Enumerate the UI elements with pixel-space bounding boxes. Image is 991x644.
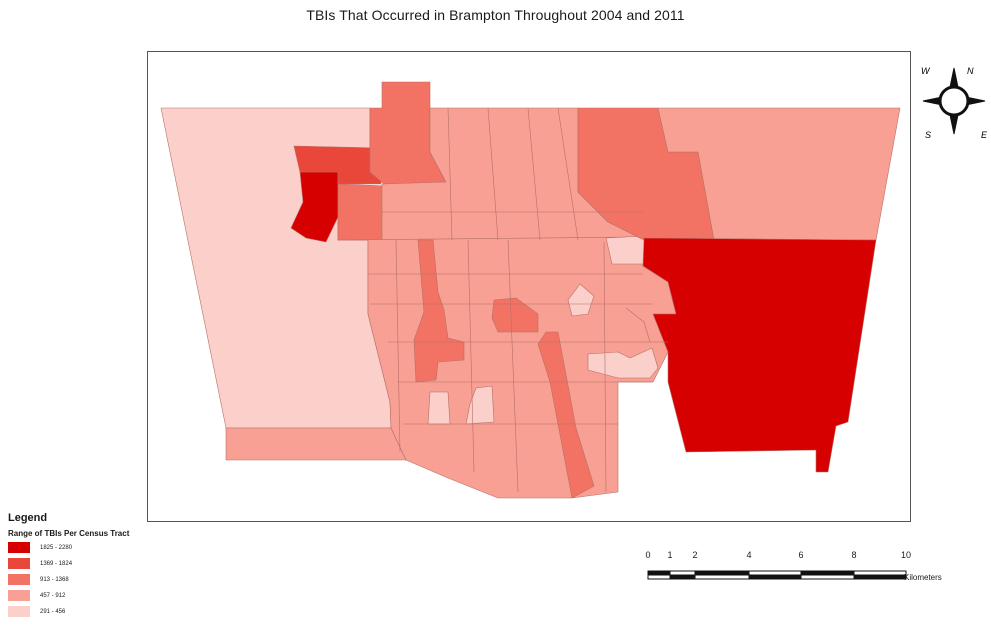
tract-south-corridor[interactable] xyxy=(537,331,595,499)
legend-title: Legend xyxy=(8,512,48,524)
legend-label: 457 - 912 xyxy=(40,592,66,599)
tract-light-pocket-3[interactable] xyxy=(567,283,595,317)
scale-tick-label: 0 xyxy=(645,550,651,560)
scale-tick-label: 1 xyxy=(667,550,673,560)
compass-s: S xyxy=(925,130,931,140)
scale-segment xyxy=(748,574,802,580)
legend-item: 913 - 1368 xyxy=(8,573,228,586)
map-legend: Legend Range of TBIs Per Census Tract 18… xyxy=(8,512,228,621)
legend-swatch xyxy=(8,558,30,569)
map-frame xyxy=(147,51,911,522)
compass-ring xyxy=(938,85,970,117)
scale-bar-graphic xyxy=(647,570,907,580)
legend-swatch xyxy=(8,574,30,585)
scale-tick-label: 4 xyxy=(746,550,752,560)
scale-bar: 0 1 2 4 6 8 10 Kilometers xyxy=(640,550,970,590)
legend-item: 457 - 912 xyxy=(8,589,228,602)
legend-label: 291 - 456 xyxy=(40,608,66,615)
scale-segment xyxy=(853,574,907,580)
legend-subtitle: Range of TBIs Per Census Tract xyxy=(8,529,130,538)
map-title: TBIs That Occurred in Brampton Throughou… xyxy=(306,7,685,23)
scale-segment xyxy=(647,570,671,576)
scale-segment xyxy=(853,570,907,576)
legend-item: 291 - 456 xyxy=(8,605,228,618)
legend-items: 1825 - 2280 1369 - 1824 913 - 1368 457 - 91… xyxy=(8,541,228,618)
legend-swatch xyxy=(8,606,30,617)
legend-swatch xyxy=(8,590,30,601)
scale-segment xyxy=(800,574,855,580)
scale-segment xyxy=(694,570,750,576)
legend-item: 1825 - 2280 xyxy=(8,541,228,554)
compass-e: E xyxy=(981,130,988,140)
scale-tick-label: 8 xyxy=(851,550,857,560)
tract-southwest-strip[interactable] xyxy=(225,427,407,461)
compass-w: W xyxy=(921,66,931,76)
scale-segment xyxy=(694,574,750,580)
legend-label: 1369 - 1824 xyxy=(40,560,73,567)
tract-light-pocket-2[interactable] xyxy=(465,385,495,425)
census-tract-map xyxy=(160,81,901,499)
legend-swatch xyxy=(8,542,30,553)
scale-segment xyxy=(800,570,855,576)
scale-tick-label: 2 xyxy=(692,550,698,560)
tract-central-small[interactable] xyxy=(491,297,539,333)
scale-unit: Kilometers xyxy=(904,573,942,582)
legend-label: 913 - 1368 xyxy=(40,576,69,583)
tract-light-pocket-4[interactable] xyxy=(587,347,659,379)
scale-segment xyxy=(669,570,696,576)
tract-light-pocket-1[interactable] xyxy=(427,391,451,425)
compass-n: N xyxy=(967,66,974,76)
tract-central-corridor[interactable] xyxy=(413,239,465,383)
tract-east-dark[interactable] xyxy=(642,237,877,473)
scale-segment xyxy=(669,574,696,580)
compass-rose: N E S W xyxy=(917,58,991,144)
scale-segment xyxy=(647,574,671,580)
scale-tick-label: 6 xyxy=(798,550,804,560)
legend-label: 1825 - 2280 xyxy=(40,544,73,551)
tract-light-pocket-5[interactable] xyxy=(605,235,647,265)
scale-tick-label: 10 xyxy=(900,550,912,560)
legend-item: 1369 - 1824 xyxy=(8,557,228,570)
scale-segment xyxy=(748,570,802,576)
